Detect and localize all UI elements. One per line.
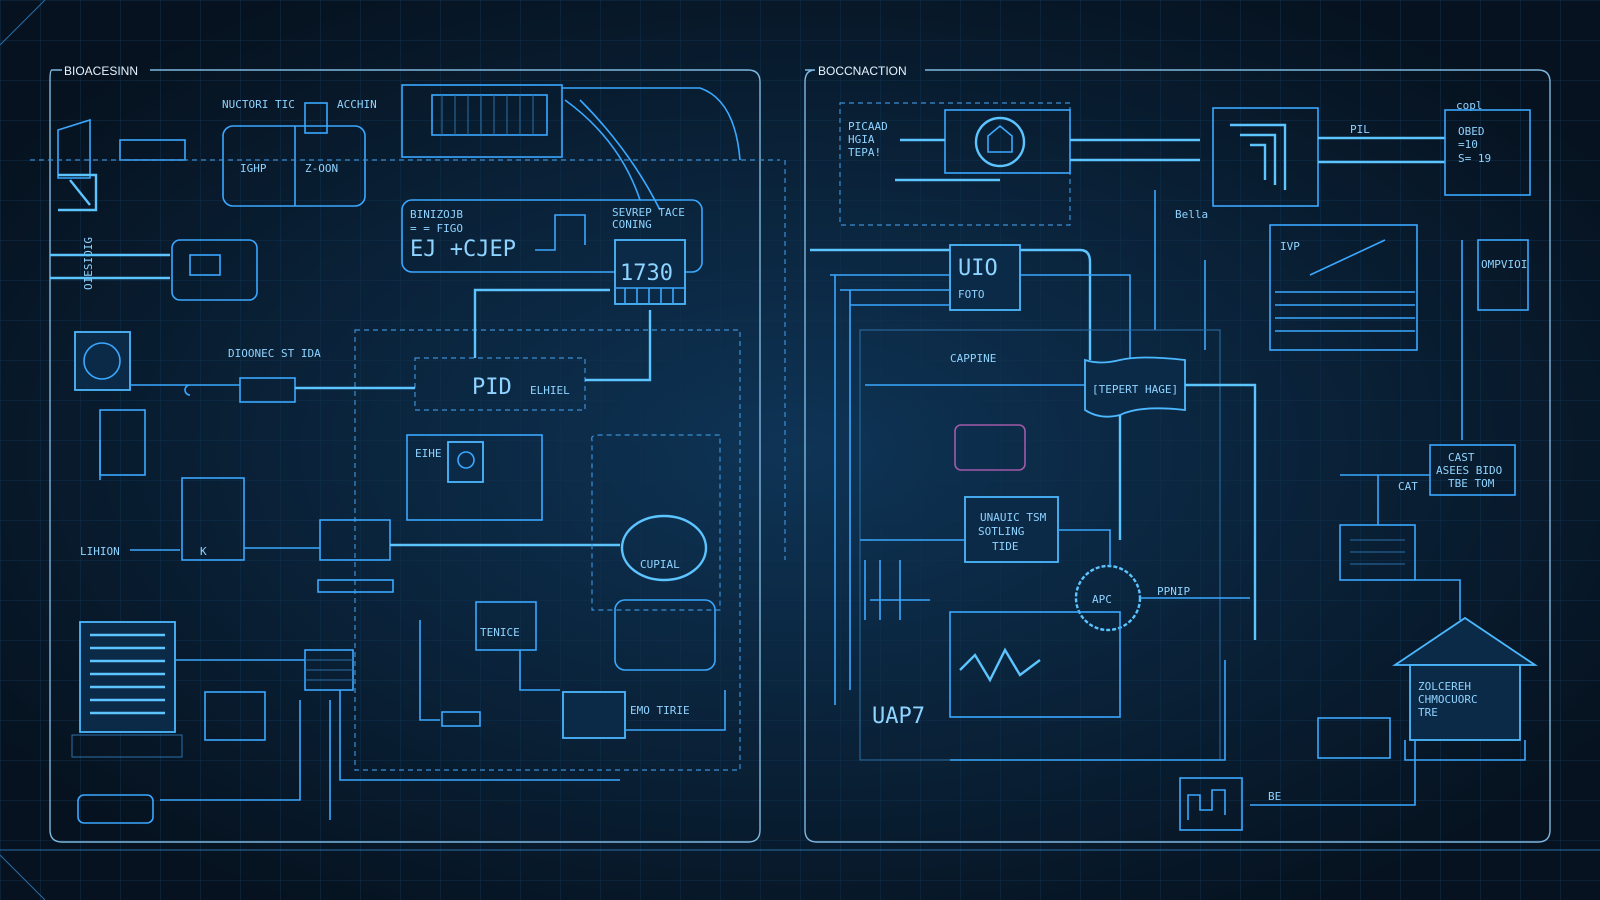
svg-text:1730: 1730: [620, 261, 673, 286]
svg-text:OBED: OBED: [1458, 125, 1485, 138]
svg-text:Z-OON: Z-OON: [305, 162, 338, 175]
svg-text:PICAAD: PICAAD: [848, 120, 888, 133]
right-panel: BOCCNACTION PICAAD HGIA TEPA! PIL copl O…: [804, 64, 1551, 843]
svg-text:PIL: PIL: [1350, 123, 1370, 136]
svg-text:HGIA: HGIA: [848, 133, 875, 146]
pink-component: [954, 424, 1026, 471]
svg-text:DIOONEC ST IDA: DIOONEC ST IDA: [228, 347, 321, 360]
svg-text:EIHE: EIHE: [415, 447, 442, 460]
svg-text:[TEPERT HAGE]: [TEPERT HAGE]: [1092, 383, 1178, 396]
svg-text:CAT: CAT: [1398, 480, 1418, 493]
svg-text:UAP7: UAP7: [872, 704, 925, 729]
svg-text:=10: =10: [1458, 138, 1478, 151]
svg-text:TIDE: TIDE: [992, 540, 1019, 553]
svg-text:OMPVIOI: OMPVIOI: [1481, 258, 1527, 271]
svg-text:PID: PID: [472, 375, 512, 400]
svg-text:CUPIAL: CUPIAL: [640, 558, 680, 571]
svg-text:TEPA!: TEPA!: [848, 146, 881, 159]
svg-text:APC: APC: [1092, 593, 1112, 606]
svg-text:OIESIOIG: OIESIOIG: [82, 237, 95, 290]
svg-text:copl: copl: [1456, 99, 1483, 112]
svg-text:CAST: CAST: [1448, 451, 1475, 464]
svg-text:UIO: UIO: [958, 256, 998, 281]
svg-text:SEVREP TACE: SEVREP TACE: [612, 206, 685, 219]
svg-text:Bella: Bella: [1175, 208, 1208, 221]
svg-text:EJ +CJEP: EJ +CJEP: [410, 237, 516, 262]
svg-text:BE: BE: [1268, 790, 1281, 803]
svg-text:PPNIP: PPNIP: [1157, 585, 1190, 598]
svg-text:ASEES BIDO: ASEES BIDO: [1436, 464, 1502, 477]
left-panel: BIOACESINN OIESIOIG NUCTORI TIC ACCHIN I…: [30, 64, 780, 843]
svg-text:TRE: TRE: [1418, 706, 1438, 719]
right-panel-title: BOCCNACTION: [818, 64, 907, 78]
svg-text:CHMOCUORC: CHMOCUORC: [1418, 693, 1478, 706]
svg-text:S= 19: S= 19: [1458, 152, 1491, 165]
svg-text:FOTO: FOTO: [958, 288, 985, 301]
svg-text:SOTLING: SOTLING: [978, 525, 1024, 538]
svg-text:UNAUIC TSM: UNAUIC TSM: [980, 511, 1047, 524]
svg-text:= = FIGO: = = FIGO: [410, 222, 463, 235]
svg-text:K: K: [200, 545, 207, 558]
svg-text:BINIZOJB: BINIZOJB: [410, 208, 463, 221]
svg-text:ACCHIN: ACCHIN: [337, 98, 377, 111]
svg-text:TENICE: TENICE: [480, 626, 520, 639]
svg-text:ELHIEL: ELHIEL: [530, 384, 570, 397]
svg-text:LIHION: LIHION: [80, 545, 120, 558]
svg-text:CAPPINE: CAPPINE: [950, 352, 996, 365]
svg-text:ZOLCEREH: ZOLCEREH: [1418, 680, 1471, 693]
svg-text:IGHP: IGHP: [240, 162, 267, 175]
svg-text:CONING: CONING: [612, 218, 652, 231]
svg-text:EMO TIRIE: EMO TIRIE: [630, 704, 690, 717]
left-panel-title: BIOACESINN: [64, 64, 138, 78]
svg-text:NUCTORI TIC: NUCTORI TIC: [222, 98, 295, 111]
svg-text:IVP: IVP: [1280, 240, 1300, 253]
svg-text:TBE TOM: TBE TOM: [1448, 477, 1495, 490]
